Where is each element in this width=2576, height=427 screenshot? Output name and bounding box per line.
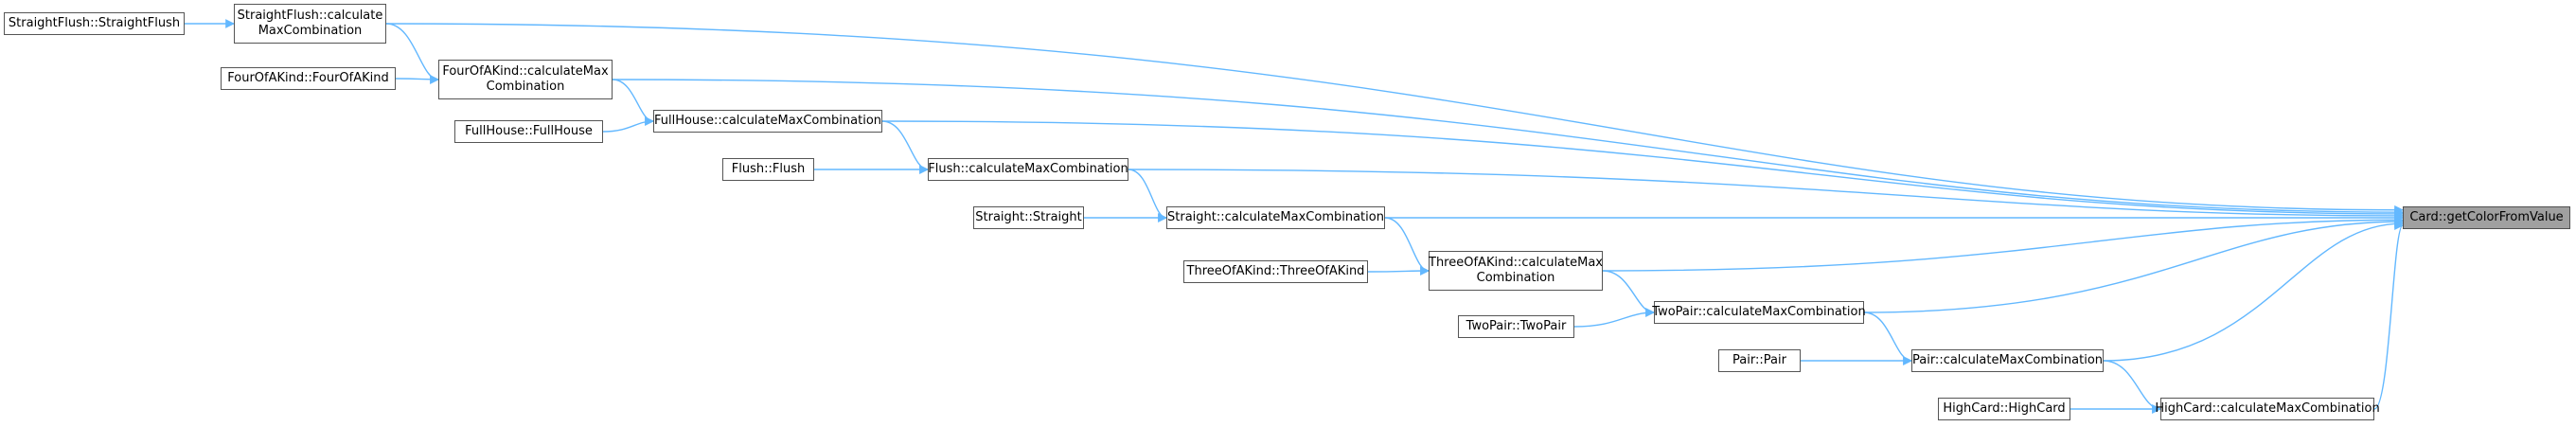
- node-flush-constructor[interactable]: Flush::Flush: [722, 158, 814, 181]
- node-label-line: FourOfAKind::calculateMax: [442, 64, 609, 79]
- edge-tp_calc-to-card_getcolor: [1863, 217, 2404, 313]
- node-threeofakind-constructor[interactable]: ThreeOfAKind::ThreeOfAKind: [1183, 260, 1368, 283]
- node-highcard-constructor[interactable]: HighCard::HighCard: [1938, 398, 2070, 420]
- node-card-getcolorfromvalue: Card::getColorFromValue: [2403, 206, 2570, 229]
- node-label-line: ThreeOfAKind::calculateMax: [1429, 256, 1603, 270]
- edge-foak_calc-to-card_getcolor: [612, 79, 2404, 218]
- node-label-line: Straight::calculateMaxCombination: [1167, 210, 1384, 224]
- node-label-line: FullHouse::FullHouse: [465, 124, 593, 138]
- edge-st_calc-to-toak_calc: [1384, 217, 1430, 276]
- node-label-line: StraightFlush::calculate: [237, 9, 383, 23]
- node-straight-calculatemaxcombination[interactable]: Straight::calculateMaxCombination: [1166, 206, 1385, 229]
- node-label-line: Flush::Flush: [731, 162, 806, 176]
- edge-fh_calc-to-fl_calc: [881, 120, 929, 174]
- edge-tp_ctor-to-tp_calc: [1573, 308, 1655, 328]
- node-label-line: HighCard::HighCard: [1943, 401, 2066, 416]
- edge-pr_calc-to-hc_calc: [2103, 360, 2161, 414]
- node-label-line: TwoPair::calculateMaxCombination: [1652, 305, 1866, 319]
- edge-foak_ctor-to-foak_calc: [395, 75, 439, 84]
- edge-fl_calc-to-card_getcolor: [1128, 169, 2404, 221]
- node-label-line: ThreeOfAKind::ThreeOfAKind: [1186, 264, 1365, 278]
- edge-fh_calc-to-card_getcolor: [881, 120, 2404, 219]
- node-highcard-calculatemaxcombination[interactable]: HighCard::calculateMaxCombination: [2155, 398, 2380, 420]
- edge-toak_calc-to-card_getcolor: [1602, 215, 2404, 272]
- edge-sf_calc-to-card_getcolor: [385, 23, 2404, 215]
- edge-tp_calc-to-pr_calc: [1863, 311, 1912, 365]
- edge-fl_calc-to-st_calc: [1128, 169, 1167, 222]
- edge-pr_calc-to-card_getcolor: [2103, 219, 2404, 362]
- edge-fh_ctor-to-fh_calc: [602, 116, 654, 133]
- node-label-line: FourOfAKind::FourOfAKind: [227, 71, 389, 85]
- node-straightflush-constructor[interactable]: StraightFlush::StraightFlush: [4, 12, 185, 35]
- node-label-line: Card::getColorFromValue: [2409, 210, 2564, 224]
- edge-toak_calc-to-tp_calc: [1602, 270, 1655, 317]
- node-label-line: Straight::Straight: [975, 210, 1082, 224]
- node-twopair-constructor[interactable]: TwoPair::TwoPair: [1458, 315, 1574, 338]
- edge-foak_calc-to-fh_calc: [612, 79, 654, 126]
- node-twopair-calculatemaxcombination[interactable]: TwoPair::calculateMaxCombination: [1652, 301, 1866, 324]
- node-straight-constructor[interactable]: Straight::Straight: [973, 206, 1084, 229]
- node-label-line: FullHouse::calculateMaxCombination: [653, 114, 882, 128]
- node-pair-constructor[interactable]: Pair::Pair: [1718, 349, 1801, 372]
- node-label-line: HighCard::calculateMaxCombination: [2155, 401, 2380, 416]
- node-label-line: Combination: [1476, 271, 1555, 285]
- node-pair-calculatemaxcombination[interactable]: Pair::calculateMaxCombination: [1911, 349, 2104, 372]
- node-label-line: StraightFlush::StraightFlush: [8, 16, 181, 30]
- edge-toak_ctor-to-toak_calc: [1367, 266, 1430, 276]
- node-fullhouse-calculatemaxcombination[interactable]: FullHouse::calculateMaxCombination: [653, 110, 882, 133]
- node-label-line: MaxCombination: [258, 24, 363, 38]
- node-label-line: Pair::calculateMaxCombination: [1911, 353, 2104, 367]
- node-fullhouse-constructor[interactable]: FullHouse::FullHouse: [454, 120, 603, 143]
- node-label-line: Flush::calculateMaxCombination: [928, 162, 1128, 176]
- edge-hc_calc-to-card_getcolor: [2373, 221, 2404, 410]
- node-label-line: TwoPair::TwoPair: [1466, 319, 1567, 333]
- node-flush-calculatemaxcombination[interactable]: Flush::calculateMaxCombination: [928, 158, 1128, 181]
- node-fourofakind-constructor[interactable]: FourOfAKind::FourOfAKind: [221, 67, 396, 90]
- node-label-line: Pair::Pair: [1732, 353, 1786, 367]
- node-label-line: Combination: [486, 80, 565, 94]
